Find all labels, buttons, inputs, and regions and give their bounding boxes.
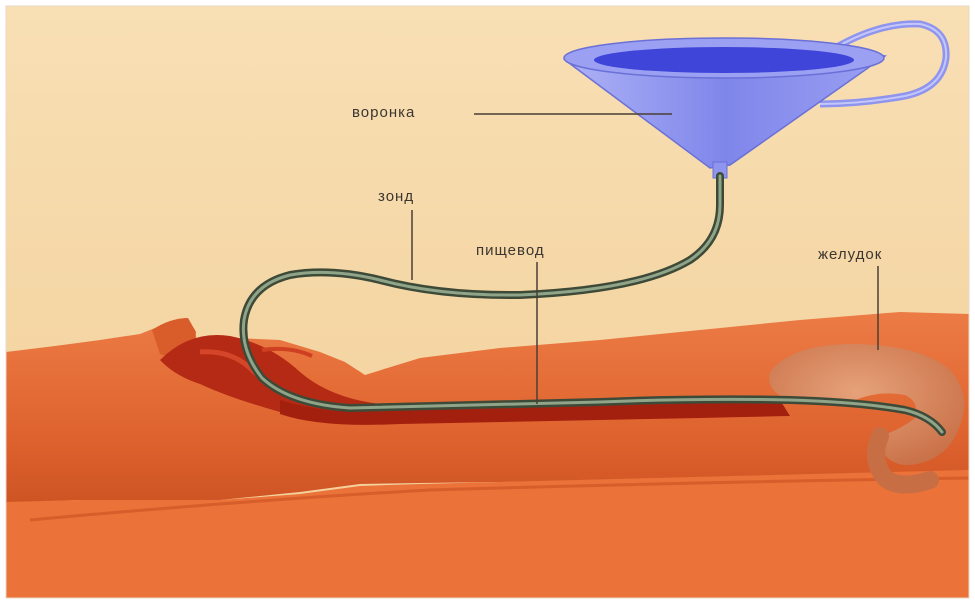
label-esophagus: пищевод [476,242,545,259]
label-stomach: желудок [818,246,882,263]
funnel-water [594,47,854,73]
label-tube: зонд [378,188,414,205]
label-funnel: воронка [352,104,415,121]
